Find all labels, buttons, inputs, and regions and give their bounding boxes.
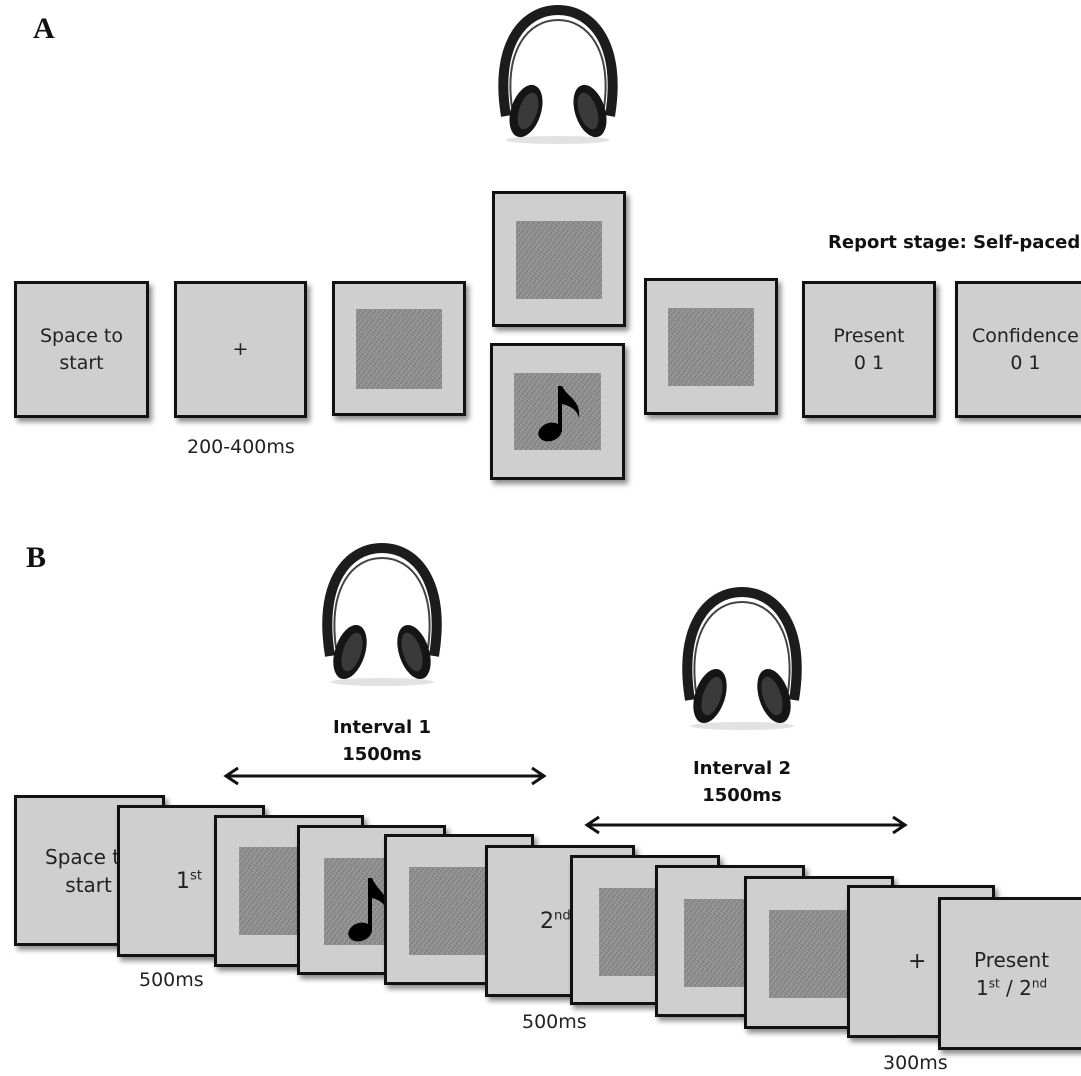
first-sup: st bbox=[190, 868, 203, 884]
interval1-duration: 1500ms bbox=[342, 744, 422, 765]
b-present-second-sup: nd bbox=[1031, 975, 1048, 990]
b-start-line1: Space t bbox=[45, 844, 121, 869]
headphones-icon bbox=[498, 4, 618, 144]
noise-patch bbox=[356, 309, 442, 389]
a-noise-screen-1 bbox=[332, 281, 466, 416]
present-label: Present bbox=[833, 324, 905, 347]
panel-a-letter: A bbox=[33, 12, 55, 45]
second-sup: nd bbox=[554, 908, 571, 924]
confidence-options: 0 1 bbox=[1010, 351, 1041, 374]
b-timing-label-3: 300ms bbox=[883, 1052, 948, 1074]
panel-b-letter: B bbox=[26, 541, 47, 574]
interval1-title: Interval 1 bbox=[332, 717, 432, 738]
report-stage-label: Report stage: Self-paced bbox=[828, 232, 1081, 253]
b-present-second: 2 bbox=[1019, 975, 1032, 1000]
b-present-sep: / bbox=[999, 975, 1020, 1000]
b-fixation-cross: + bbox=[908, 949, 927, 974]
b-present-screen: Present 1st / 2nd bbox=[938, 897, 1081, 1050]
b-timing-label-2: 500ms bbox=[522, 1011, 587, 1033]
a-noise-screen-top bbox=[492, 191, 626, 327]
a-timing-label: 200-400ms bbox=[187, 436, 295, 458]
b-present-first-sup: st bbox=[988, 975, 1000, 990]
fixation-cross: + bbox=[232, 338, 249, 360]
interval1-arrow bbox=[223, 766, 547, 786]
b-present-label: Present bbox=[974, 947, 1050, 972]
b-timing-label-1: 500ms bbox=[139, 969, 204, 991]
a-start-screen: Space to start bbox=[14, 281, 149, 418]
a-present-screen: Present 0 1 bbox=[802, 281, 936, 418]
interval2-duration: 1500ms bbox=[702, 785, 782, 806]
a-noise-screen-2 bbox=[644, 278, 778, 415]
interval2-arrow bbox=[584, 815, 908, 835]
a-noise-music-screen bbox=[490, 343, 625, 480]
confidence-label: Confidence bbox=[972, 324, 1079, 347]
a-fixation-screen: + bbox=[174, 281, 307, 418]
first-label: 1 bbox=[176, 868, 190, 894]
headphones-icon bbox=[322, 542, 442, 686]
interval1-label: Interval 1 1500ms bbox=[322, 714, 442, 768]
b-present-first: 1 bbox=[975, 975, 989, 1000]
a-confidence-screen: Confidence 0 1 bbox=[955, 281, 1081, 418]
start-line1: Space to bbox=[39, 324, 123, 347]
interval2-title: Interval 2 bbox=[692, 758, 792, 779]
noise-patch bbox=[516, 221, 602, 299]
start-line2: start bbox=[59, 351, 104, 374]
noise-patch bbox=[668, 308, 754, 386]
b-start-line2: start bbox=[65, 872, 112, 897]
headphones-icon bbox=[682, 586, 802, 730]
present-options: 0 1 bbox=[853, 351, 885, 374]
music-note-icon bbox=[538, 386, 580, 442]
interval2-label: Interval 2 1500ms bbox=[682, 755, 802, 809]
second-label: 2 bbox=[540, 908, 554, 934]
